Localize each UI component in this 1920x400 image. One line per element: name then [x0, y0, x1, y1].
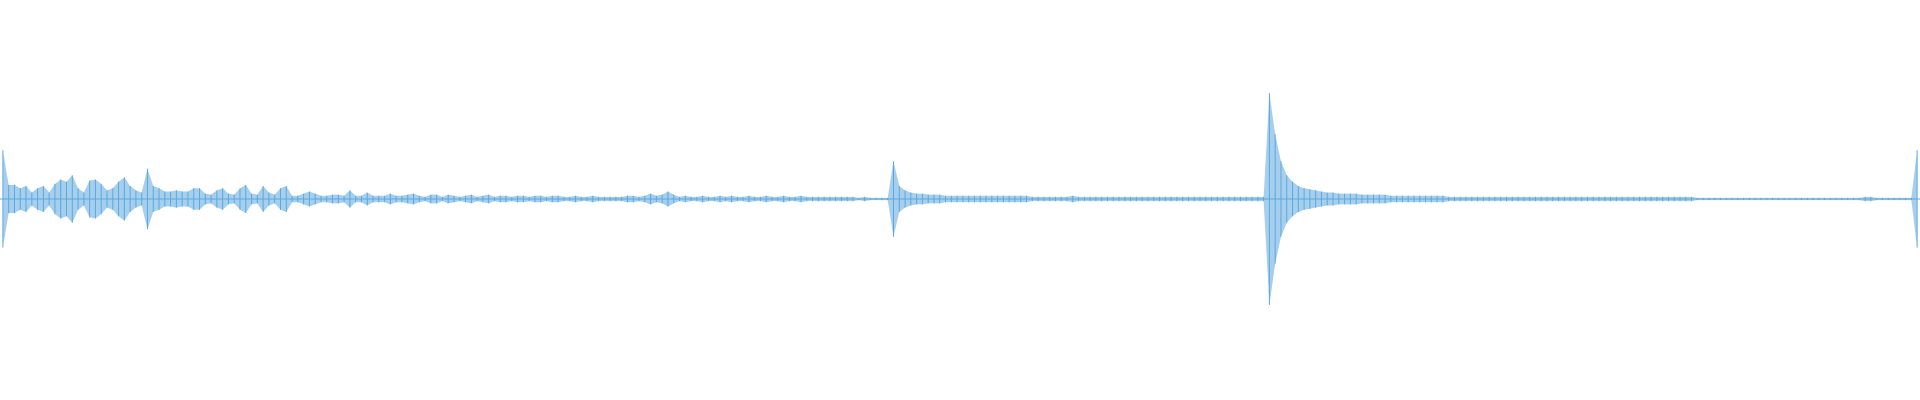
- audio-waveform-panel[interactable]: [0, 0, 1920, 400]
- audio-waveform[interactable]: [0, 0, 1920, 400]
